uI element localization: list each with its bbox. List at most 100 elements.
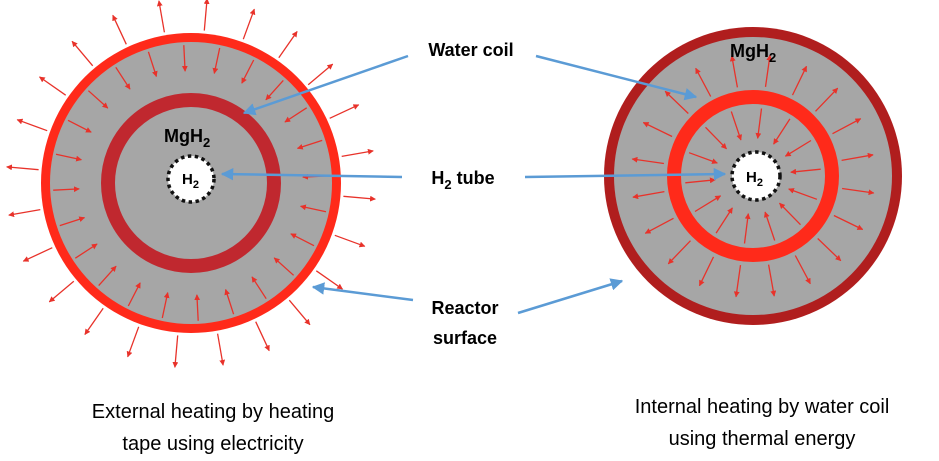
right-h2-tube <box>730 150 782 202</box>
heat-arrow-outward <box>664 90 689 114</box>
left-h2-label: H2 <box>182 171 199 191</box>
heat-arrow-inward <box>98 265 117 287</box>
reactor-surface-label-line2: surface <box>433 328 497 348</box>
heat-arrow-outward <box>126 326 140 358</box>
heat-arrow-outward <box>255 321 270 352</box>
heat-arrow-inward <box>67 119 92 133</box>
heat-arrow-inward <box>115 66 131 90</box>
heat-arrow-outward <box>216 333 226 366</box>
heat-arrow-outward <box>733 265 742 298</box>
heat-arrow-inward <box>790 168 821 175</box>
reactor-surface-label-line1: Reactor <box>431 298 498 318</box>
right-outward-heat-arrows <box>631 54 875 298</box>
heat-arrow-outward <box>695 67 712 97</box>
right-h2-label: H2 <box>746 169 763 189</box>
right-reactor: MgH2 H2 <box>604 27 902 325</box>
left-mgh2-label: MgH2 <box>164 126 210 150</box>
heat-arrow-outward <box>156 0 166 33</box>
heat-arrow-outward <box>644 217 674 234</box>
heat-arrow-inward <box>773 118 791 145</box>
h2-tube-label: H2 tube <box>431 168 494 192</box>
left-caption-line1: External heating by heating <box>92 401 334 423</box>
heat-arrow-inward <box>224 288 235 315</box>
heat-arrow-outward <box>729 55 739 88</box>
heat-arrow-outward <box>341 148 374 158</box>
heat-arrow-outward <box>71 40 94 67</box>
heat-arrow-inward <box>251 276 267 300</box>
heat-arrow-outward <box>288 299 311 326</box>
heat-arrow-inward <box>788 188 818 200</box>
heat-arrow-inward <box>730 111 742 141</box>
heat-arrow-outward <box>764 54 773 87</box>
heat-arrow-outward <box>307 63 334 86</box>
heat-arrow-outward <box>791 65 808 96</box>
heat-arrow-inward <box>685 177 716 184</box>
heat-arrow-outward <box>329 104 360 119</box>
heat-arrow-inward <box>296 139 323 150</box>
leader-water-coil-right <box>535 54 698 101</box>
heat-arrow-inward <box>241 59 255 84</box>
leader-h2-tube-right <box>524 167 727 181</box>
left-outer-heat-arrows <box>6 0 376 368</box>
heat-arrow-inward <box>300 204 327 213</box>
right-mgh2-label: MgH2 <box>730 41 776 65</box>
heat-arrow-outward <box>833 214 864 231</box>
heat-arrow-inward <box>194 294 201 321</box>
heat-arrow-outward <box>842 187 875 196</box>
heat-arrow-inward <box>161 292 170 319</box>
heat-arrow-outward <box>278 31 298 59</box>
heat-arrow-inward <box>127 282 141 307</box>
heat-arrow-outward <box>8 208 41 218</box>
heat-arrow-inward <box>290 233 315 247</box>
leader-reactor-surface-right <box>517 278 624 315</box>
heat-arrow-outward <box>315 270 343 290</box>
heat-arrow-inward <box>715 207 733 234</box>
heat-arrow-inward <box>55 153 82 162</box>
right-caption-line2: using thermal energy <box>669 428 856 450</box>
heat-arrow-inward <box>147 51 158 78</box>
heat-arrow-inward <box>181 45 188 72</box>
heat-arrow-outward <box>631 156 664 165</box>
heat-arrow-outward <box>39 76 67 96</box>
heat-arrow-inward <box>87 90 109 109</box>
heat-arrow-inward <box>779 202 801 226</box>
heat-arrow-inward <box>764 211 776 241</box>
heat-arrow-inward <box>59 216 86 227</box>
leader-lines <box>220 54 727 315</box>
left-inner-heat-arrows <box>53 45 329 321</box>
leader-h2-tube-left <box>220 167 403 181</box>
leader-water-coil-left <box>242 54 409 116</box>
heat-arrow-outward <box>48 280 75 303</box>
heat-arrow-inward <box>273 257 295 276</box>
heat-arrow-outward <box>632 190 665 200</box>
heat-arrow-outward <box>642 121 673 138</box>
heat-arrow-outward <box>817 238 842 262</box>
heat-arrow-outward <box>841 152 874 162</box>
heat-arrow-outward <box>343 195 376 202</box>
heat-arrow-inward <box>694 195 722 213</box>
left-caption-line2: tape using electricity <box>122 433 303 455</box>
right-inward-heat-arrows <box>685 108 821 244</box>
left-water-coil <box>101 93 281 273</box>
right-caption-line1: Internal heating by water coil <box>635 396 890 418</box>
heat-arrow-outward <box>767 264 777 297</box>
heat-arrow-inward <box>688 152 718 164</box>
heat-arrow-outward <box>815 87 839 112</box>
heat-arrow-inward <box>755 108 763 139</box>
heat-arrow-outward <box>172 335 179 368</box>
heat-arrow-outward <box>203 0 210 31</box>
heat-arrow-outward <box>6 164 39 171</box>
heat-arrow-inward <box>284 107 308 123</box>
heat-arrow-inward <box>265 79 284 101</box>
heat-arrow-inward <box>705 126 727 150</box>
heat-arrow-outward <box>16 118 48 132</box>
heat-arrow-inward <box>212 47 221 74</box>
left-reactor: MgH2 H2 <box>6 0 376 368</box>
heat-arrow-outward <box>698 256 715 287</box>
heat-arrow-outward <box>832 118 862 135</box>
heat-arrow-outward <box>794 255 811 285</box>
left-h2-tube <box>166 154 216 204</box>
heat-arrow-outward <box>22 247 53 262</box>
leader-reactor-surface-left <box>311 282 414 302</box>
heat-arrow-outward <box>334 234 366 248</box>
